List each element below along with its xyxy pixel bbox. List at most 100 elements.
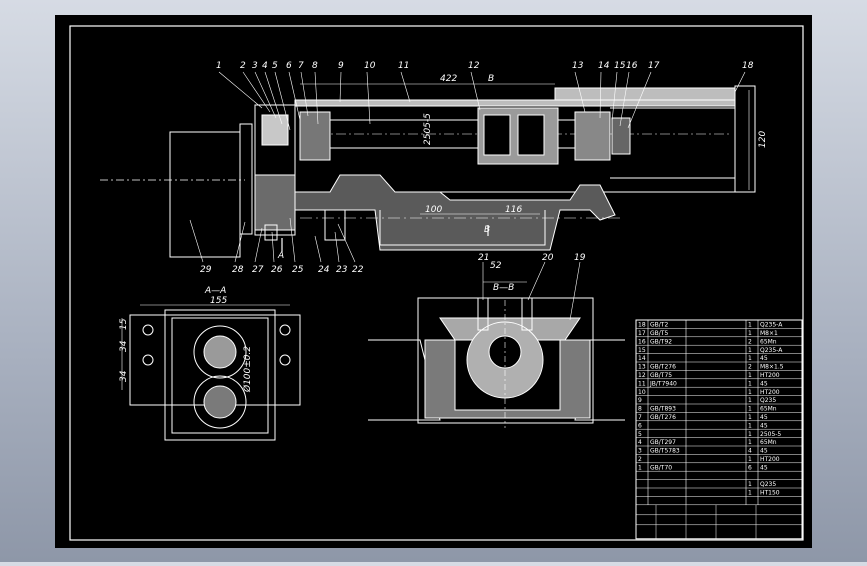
- callout-25: 25: [292, 265, 304, 275]
- bom-cell: 17: [638, 330, 646, 337]
- bom-cell: 18: [638, 322, 646, 329]
- callout-28: 28: [232, 265, 244, 275]
- bom-cell: 10: [638, 389, 646, 396]
- callout-13: 13: [572, 61, 584, 71]
- callout-5: 5: [272, 61, 278, 71]
- nut-inner-a: [483, 114, 511, 156]
- leader-top-10: [366, 71, 371, 125]
- bom-cell: Q235: [760, 397, 776, 404]
- bom-cell: 7: [638, 414, 642, 421]
- aa-upper-hub: [203, 335, 237, 369]
- leader-top-11: [400, 71, 411, 103]
- aa-bolt-hole-4: [279, 354, 291, 366]
- leader-top-5: [274, 71, 291, 131]
- section-a-a: [121, 304, 301, 441]
- bom-cell: 45: [760, 422, 768, 429]
- bom-cell: 65Mn: [760, 406, 777, 413]
- bom-cell: 1: [748, 322, 752, 329]
- aa-dim-34b: 34: [119, 370, 129, 382]
- bom-cell: 9: [638, 397, 642, 404]
- callout-10: 10: [364, 61, 376, 71]
- bom-cell: GB/T297: [650, 439, 676, 446]
- bom-cell: 1: [748, 431, 752, 438]
- bom-cell: 1: [748, 380, 752, 387]
- section-b-b: [368, 261, 625, 428]
- callout-27: 27: [252, 265, 264, 275]
- bom-cell: 1: [748, 347, 752, 354]
- dim-b-bottom: B: [484, 225, 490, 235]
- leader-top-3: [254, 71, 277, 119]
- motor-flange: [239, 123, 253, 235]
- bom-cell: 13: [638, 364, 646, 371]
- bom-cell: 45: [760, 380, 768, 387]
- callout-29: 29: [200, 265, 212, 275]
- section-a-a-labels: A—A 155 15 34 34 Ø100±0.2: [119, 286, 253, 393]
- bom-cell: 65Mn: [760, 439, 777, 446]
- bom-cell: 2: [748, 364, 752, 371]
- callout-20: 20: [542, 253, 554, 263]
- bom-cell: 3: [638, 448, 642, 455]
- main-dimensions: 422 B 2505-5 120 100 116 B A: [277, 74, 768, 261]
- dim-422: 422: [440, 74, 457, 84]
- leader-top-2: [242, 71, 271, 113]
- bom-cell: 6: [748, 464, 752, 471]
- housing-wall-top: [294, 99, 736, 107]
- dim-a: A: [277, 251, 284, 261]
- aa-bolt-hole-3: [279, 324, 291, 336]
- callout-22: 22: [352, 265, 364, 275]
- dim-116: 116: [505, 205, 522, 215]
- bom-cell: GB/T5783: [650, 448, 680, 455]
- bom-cell: GB/T2: [650, 322, 668, 329]
- leader-top-15: [611, 71, 618, 123]
- bom-cell: HT200: [760, 389, 780, 396]
- bom-cell: 65Mn: [760, 338, 777, 345]
- bom-cell: 16: [638, 338, 646, 345]
- dim-2505: 2505-5: [423, 113, 433, 145]
- section-b-b-labels: 52 B—B 21 20 19: [478, 253, 586, 293]
- aa-bolt-hole-1: [142, 324, 154, 336]
- lock-nut: [611, 117, 631, 155]
- bom-cell: 4: [638, 439, 642, 446]
- bom-cell: Q235: [760, 481, 776, 488]
- bom-cell: 15: [638, 347, 646, 354]
- leader-top-1: [218, 71, 263, 109]
- callout-4: 4: [262, 61, 268, 71]
- bom-cell: 1: [748, 481, 752, 488]
- bom-cell: 1: [748, 490, 752, 497]
- bom-cell: 45: [760, 448, 768, 455]
- bb-saddle: [424, 339, 591, 419]
- aa-lower-gear: [193, 375, 247, 429]
- bom-cell: 1: [748, 406, 752, 413]
- callout-11: 11: [398, 61, 409, 71]
- leader-bottom-23: [334, 231, 340, 263]
- bom-cell: GB/T92: [650, 338, 672, 345]
- bom-cell: 1: [748, 439, 752, 446]
- bom-cell: 1: [748, 355, 752, 362]
- callout-16: 16: [626, 61, 638, 71]
- leader-top-18: [734, 71, 746, 93]
- bom-cell: GB/T75: [650, 372, 672, 379]
- aa-housing: [164, 309, 276, 441]
- leader-top-14: [599, 71, 602, 119]
- housing-cover: [554, 87, 736, 101]
- bom-cell: 4: [748, 448, 752, 455]
- callout-12: 12: [468, 61, 480, 71]
- callout-18: 18: [742, 61, 754, 71]
- aa-dim-155: 155: [210, 296, 227, 306]
- coupling-gear: [261, 114, 289, 146]
- bom-cell: GB/T276: [650, 414, 676, 421]
- callout-6: 6: [286, 61, 292, 71]
- leader-top-12: [470, 71, 481, 111]
- bom-cell: 1: [748, 372, 752, 379]
- rail-bracket: [379, 210, 546, 246]
- callout-2: 2: [240, 61, 246, 71]
- dim-100: 100: [425, 205, 442, 215]
- bom-cell: 45: [760, 414, 768, 421]
- bom-cell: 11: [638, 380, 646, 387]
- aa-bolt-hole-2: [142, 354, 154, 366]
- bom-cell: 1: [748, 422, 752, 429]
- callout-26: 26: [271, 265, 283, 275]
- bom-cell: 45: [760, 355, 768, 362]
- bom-cell: 45: [760, 464, 768, 471]
